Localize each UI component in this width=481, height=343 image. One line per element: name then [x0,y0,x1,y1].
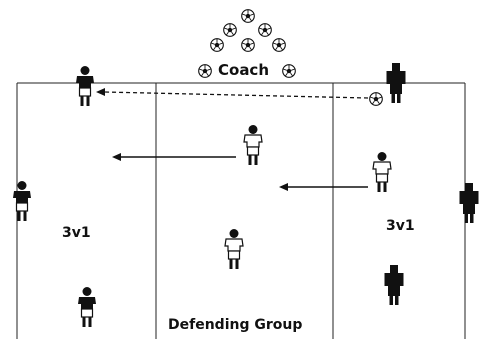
pass-arrowhead [96,88,105,96]
left-zone-label: 3v1 [62,225,91,241]
defending-group-label: Defending Group [168,317,303,333]
run-arrowhead-right [279,183,288,191]
soccer-ball-icon [210,38,224,52]
soccer-ball-icon [241,38,255,52]
pass-arrow [103,91,369,99]
soccer-ball-icon [272,38,286,52]
soccer-ball-icon [369,92,383,106]
light-player-icon [243,124,263,166]
players [12,63,479,328]
dark-player-icon [386,63,406,103]
dark-player-icon [12,180,32,222]
run-arrowhead-middle [112,153,121,161]
soccer-ball-icon [198,64,212,78]
dark-player-icon [459,183,479,223]
dark-player-icon [77,286,97,328]
light-player-icon [372,151,392,193]
soccer-ball-icon [223,23,237,37]
dark-player-icon [384,265,404,305]
arrows [96,88,369,191]
soccer-ball-icon [258,23,272,37]
dark-player-icon [75,65,95,107]
soccer-ball-icon [241,9,255,23]
coach-label: Coach [218,61,270,79]
right-zone-label: 3v1 [386,218,415,234]
light-player-icon [224,228,244,270]
soccer-ball-icon [282,64,296,78]
